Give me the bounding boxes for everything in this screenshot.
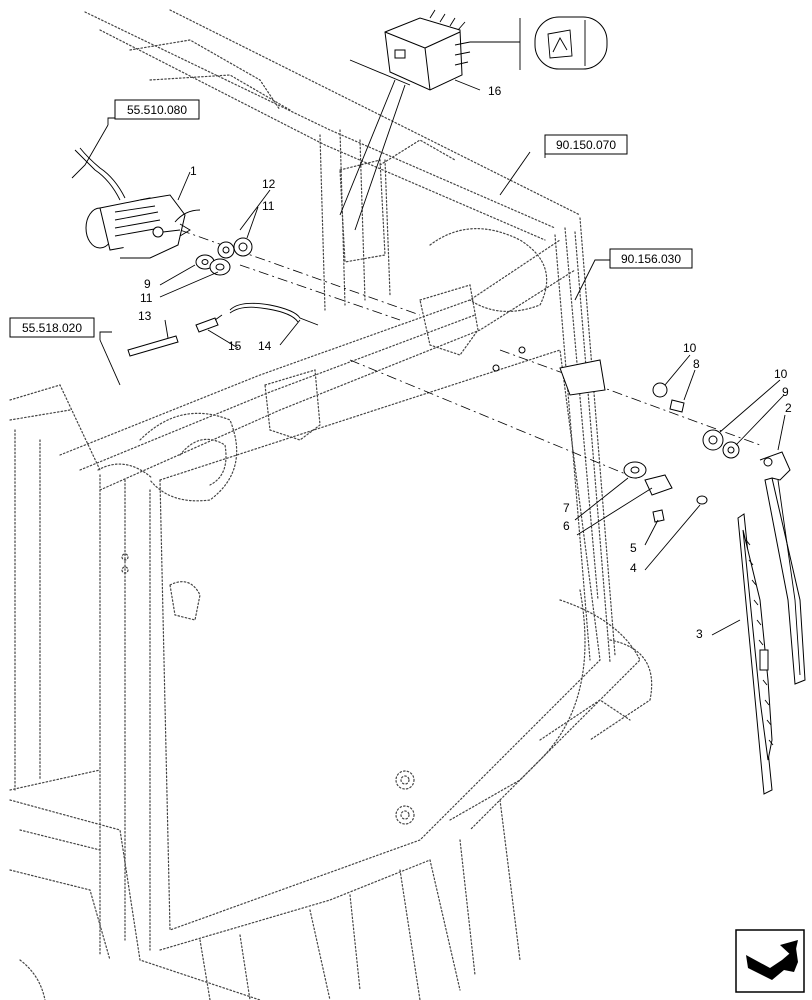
ref-box-cab-pillar[interactable]: 90.156.030	[609, 248, 693, 269]
wiper-motor	[74, 147, 201, 259]
callout-5: 5	[630, 541, 637, 555]
callout-12: 12	[262, 177, 276, 191]
callout-15: 15	[228, 339, 242, 353]
wiper-switch-icon	[534, 16, 608, 70]
ref-label-wiper-motor-harness: 55.510.080	[127, 103, 187, 117]
ref-box-wiper-motor-harness[interactable]: 55.510.080	[114, 99, 200, 120]
ref-box-wiper-harness[interactable]: 55.518.020	[9, 317, 95, 338]
ref-label-cab-frame: 90.150.070	[556, 138, 616, 152]
callout-7: 7	[563, 501, 570, 515]
wiper-harness	[127, 302, 319, 357]
callout-2: 2	[785, 401, 792, 415]
wiper-blade	[737, 513, 774, 795]
callout-9-pivot: 9	[782, 385, 789, 399]
ref-box-cab-frame[interactable]: 90.150.070	[544, 134, 628, 155]
callout-9-motor: 9	[144, 277, 151, 291]
callout-labels: 1 2 3 4 5 6 7 8 9 9 10 10 11 11 12 13 14…	[138, 84, 792, 641]
leader-lines	[71, 59, 786, 636]
ref-label-wiper-harness: 55.518.020	[22, 321, 82, 335]
callout-1: 1	[190, 164, 197, 178]
next-page-arrow-icon[interactable]	[735, 929, 805, 993]
rocker-switch	[384, 9, 521, 91]
motor-shaft-hardware	[195, 237, 253, 276]
callout-11-upper: 11	[262, 199, 275, 213]
callout-10-right: 10	[774, 367, 788, 381]
callout-3: 3	[696, 627, 703, 641]
callout-13: 13	[138, 309, 152, 323]
callout-4: 4	[630, 561, 637, 575]
wiper-arm	[759, 451, 806, 685]
callout-11-lower: 11	[140, 291, 153, 305]
callout-6: 6	[563, 519, 570, 533]
pivot-hardware	[492, 346, 740, 523]
callout-14: 14	[258, 339, 272, 353]
callout-8: 8	[693, 357, 700, 371]
ref-label-cab-pillar: 90.156.030	[621, 252, 681, 266]
callout-16: 16	[488, 84, 502, 98]
callout-10-left: 10	[683, 341, 697, 355]
cab-frame	[9, 9, 653, 1000]
